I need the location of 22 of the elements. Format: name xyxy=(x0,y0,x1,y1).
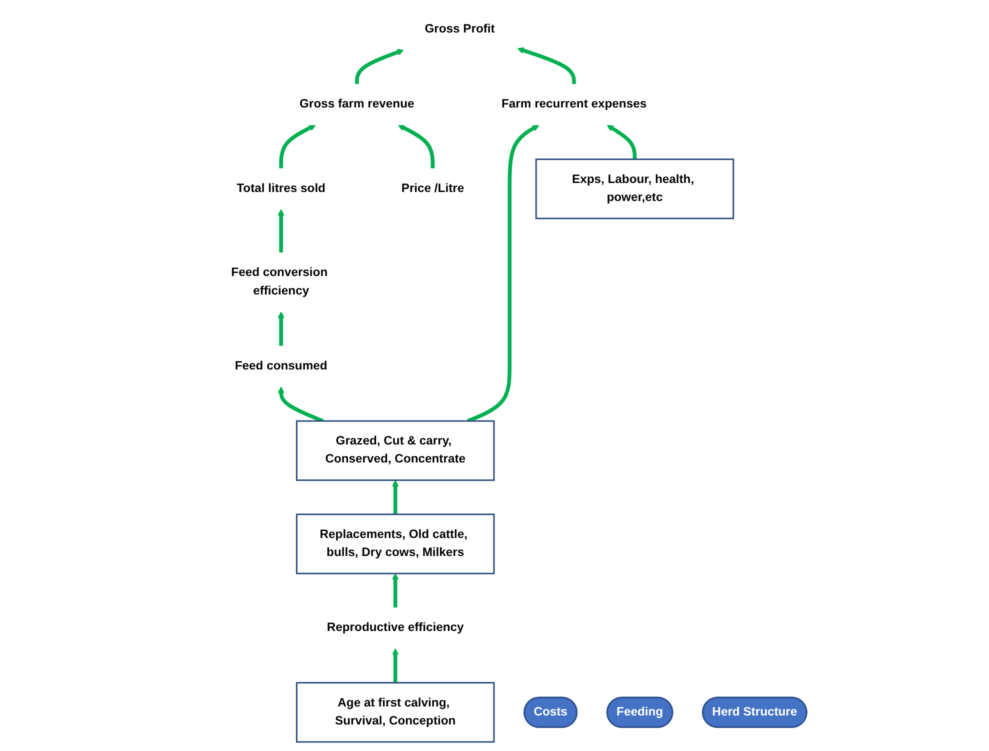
node-text: Total litres sold xyxy=(236,182,326,195)
node-text: Price /Litre xyxy=(401,182,464,195)
arrow xyxy=(392,648,399,683)
arrow xyxy=(278,311,284,346)
arrow xyxy=(392,480,399,514)
node-box: Replacements, Old cattle, bulls, Dry cows, Milkers xyxy=(296,514,495,574)
node-box: Grazed, Cut & carry, Conserved, Concentrate xyxy=(296,420,495,481)
node-text: Gross Profit xyxy=(424,22,495,36)
node-text: Reproductive efficiency xyxy=(326,621,464,634)
node-text: Feed conversion efficiency xyxy=(231,266,328,298)
node-text: Farm recurrent expenses xyxy=(502,98,647,111)
arrow xyxy=(392,573,399,608)
arrow xyxy=(279,124,316,168)
arrow xyxy=(278,209,284,253)
arrow xyxy=(398,124,435,168)
node-box: Exps, Labour, health, power,etc xyxy=(535,158,734,220)
node-text: Feed consumed xyxy=(234,360,328,372)
node-text: Gross farm revenue xyxy=(300,98,414,111)
node-box: Age at first calving, Survival, Conception xyxy=(296,682,495,743)
arrow xyxy=(606,124,637,160)
arrow xyxy=(467,124,540,423)
arrow xyxy=(278,386,324,423)
